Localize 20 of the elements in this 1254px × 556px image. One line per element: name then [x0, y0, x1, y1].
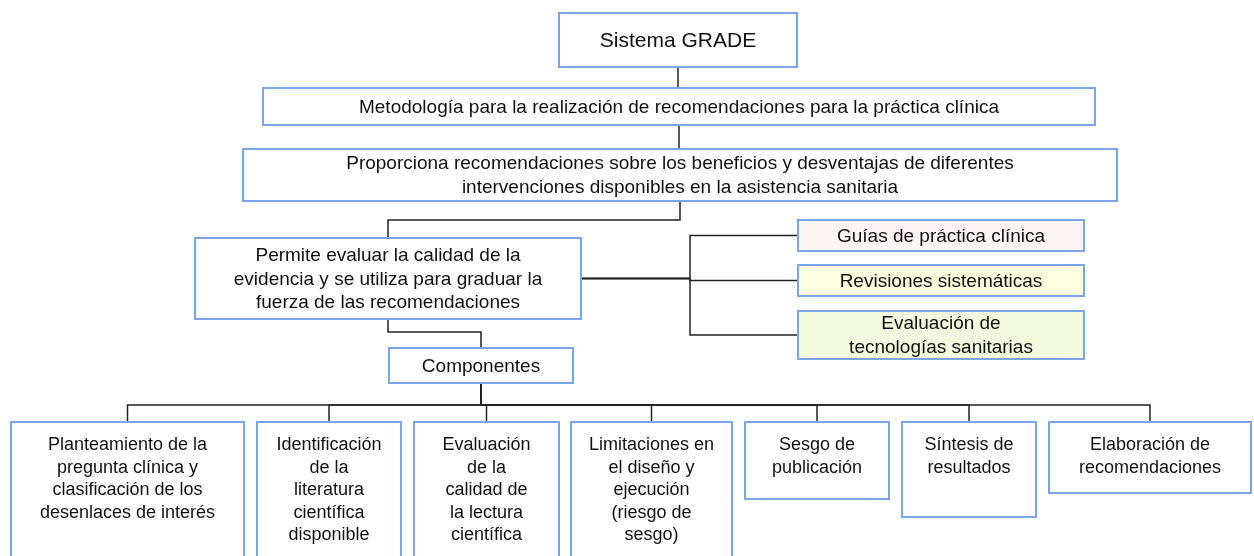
text-box: Sesgo de publicación [744, 421, 890, 500]
text-box: Síntesis de resultados [901, 421, 1037, 518]
connector-line [678, 125, 680, 149]
text-box: Proporciona recomendaciones sobre los beneficios y desventajas de diferentes intervenciones disponibles en la asistencia sanitaria [242, 148, 1118, 202]
text-box: Planteamiento de la pregunta clínica y clasificación de los desenlaces de interés [10, 421, 245, 556]
text-box: Permite evaluar la calidad de la evidencia y se utiliza para graduar la fuerza de las recomendaciones [194, 237, 582, 320]
connector-line [581, 277, 798, 336]
text-box: Evaluación de la calidad de la lectura científica [413, 421, 560, 556]
text-box: Identificación de la literatura científica disponible [256, 421, 402, 556]
text-box: Guías de práctica clínica [797, 219, 1085, 252]
connector-line [387, 201, 681, 238]
text-box: Elaboración de recomendaciones [1048, 421, 1252, 494]
connector-line [387, 319, 482, 348]
connector-line [677, 67, 679, 88]
text-box: Metodología para la realización de recomendaciones para la práctica clínica [262, 87, 1096, 126]
text-box: Revisiones sistemáticas [797, 264, 1085, 297]
text-box: Evaluación de tecnologías sanitarias [797, 310, 1085, 360]
text-box: Componentes [388, 347, 574, 384]
text-box: Limitaciones en el diseño y ejecución (riesgo de sesgo) [570, 421, 733, 556]
text-box: Sistema GRADE [558, 12, 798, 68]
